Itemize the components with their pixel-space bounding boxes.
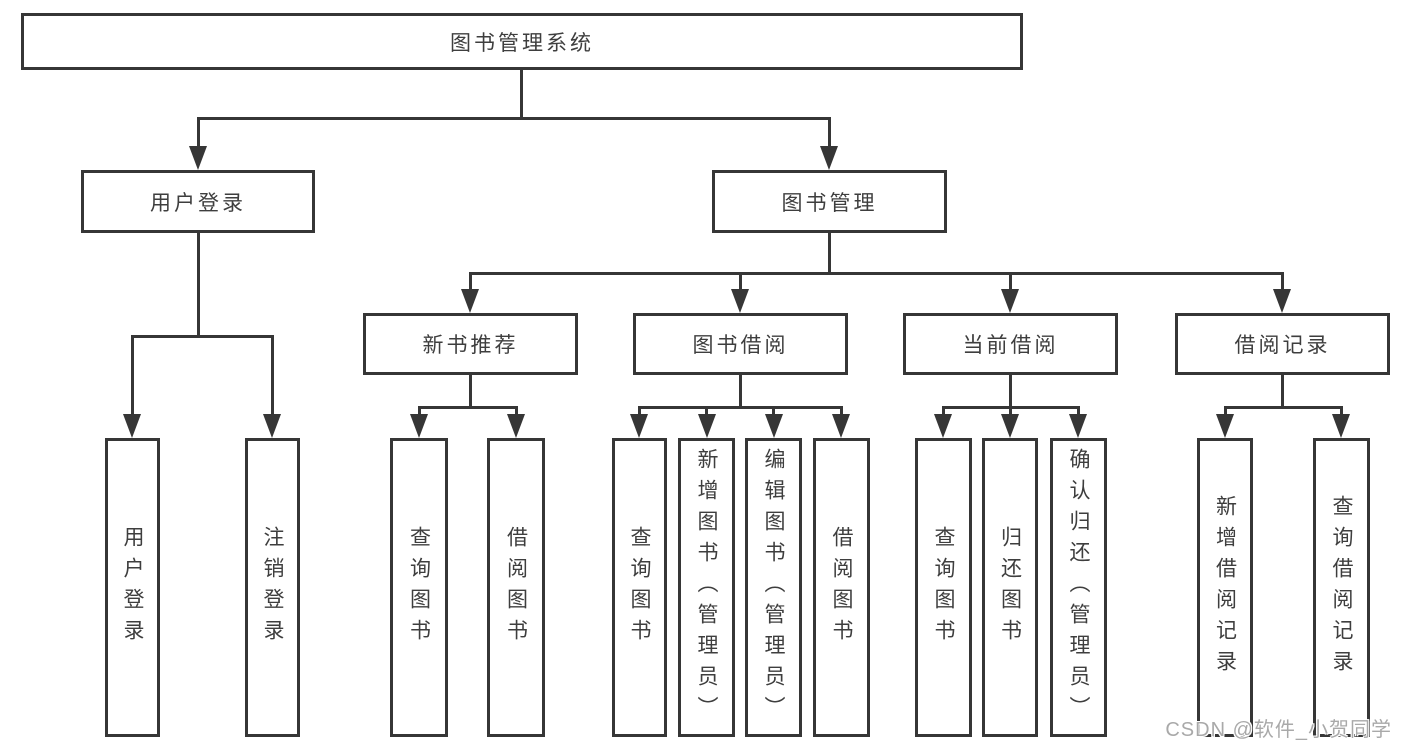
leaf-label: 用户登录 xyxy=(121,525,144,650)
arrowhead-down-icon xyxy=(1332,414,1350,438)
connector-line xyxy=(1009,375,1012,408)
arrowhead-down-icon xyxy=(461,289,479,313)
connector-line xyxy=(418,406,421,418)
connector-line xyxy=(520,69,523,118)
arrowhead-down-icon xyxy=(731,289,749,313)
node-book-borrowing: 图书借阅 xyxy=(633,313,848,375)
leaf-logout: 注销登录 xyxy=(245,438,300,737)
arrowhead-down-icon xyxy=(630,414,648,438)
connector-line xyxy=(1077,406,1080,418)
connector-line xyxy=(515,406,518,418)
node-new-book-recommendation: 新书推荐 xyxy=(363,313,578,375)
arrowhead-down-icon xyxy=(507,414,525,438)
leaf-add-borrow-record: 新增借阅记录 xyxy=(1197,438,1253,737)
leaf-query-book: 查询图书 xyxy=(915,438,972,737)
connector-line xyxy=(638,406,641,418)
arrowhead-down-icon xyxy=(263,414,281,438)
connector-line xyxy=(1009,272,1012,294)
leaf-add-book-admin: 新增图书（管理员） xyxy=(678,438,735,737)
connector-line xyxy=(1009,406,1012,418)
connector-line xyxy=(739,272,742,294)
connector-line xyxy=(705,406,708,418)
connector-line xyxy=(131,335,134,417)
connector-line xyxy=(1340,406,1343,418)
leaf-query-book: 查询图书 xyxy=(390,438,448,737)
leaf-borrow-book: 借阅图书 xyxy=(487,438,545,737)
leaf-label: 查询图书 xyxy=(628,525,651,650)
leaf-label: 新增借阅记录 xyxy=(1213,494,1237,681)
connector-line xyxy=(1224,406,1343,409)
connector-line xyxy=(1281,375,1284,408)
arrowhead-down-icon xyxy=(698,414,716,438)
leaf-query-book: 查询图书 xyxy=(612,438,667,737)
arrowhead-down-icon xyxy=(1001,414,1019,438)
connector-line xyxy=(828,117,831,151)
arrowhead-down-icon xyxy=(410,414,428,438)
arrowhead-down-icon xyxy=(832,414,850,438)
connector-line xyxy=(840,406,843,418)
connector-line xyxy=(418,406,518,409)
leaf-label: 归还图书 xyxy=(998,525,1022,650)
connector-line xyxy=(469,375,472,408)
leaf-return-book: 归还图书 xyxy=(982,438,1038,737)
leaf-confirm-return-admin: 确认归还（管理员） xyxy=(1050,438,1107,737)
connector-line xyxy=(942,406,945,418)
leaf-label: 借阅图书 xyxy=(830,525,853,650)
leaf-query-borrow-record: 查询借阅记录 xyxy=(1313,438,1370,737)
connector-line xyxy=(1224,406,1227,418)
leaf-label: 编辑图书（管理员） xyxy=(762,448,785,727)
leaf-edit-book-admin: 编辑图书（管理员） xyxy=(745,438,802,737)
node-book-management: 图书管理 xyxy=(712,170,947,233)
node-current-borrowing: 当前借阅 xyxy=(903,313,1118,375)
connector-line xyxy=(638,406,843,409)
connector-line xyxy=(197,117,200,151)
connector-line xyxy=(131,335,273,338)
arrowhead-down-icon xyxy=(1273,289,1291,313)
connector-line xyxy=(469,272,1284,275)
arrowhead-down-icon xyxy=(765,414,783,438)
arrowhead-down-icon xyxy=(934,414,952,438)
leaf-label: 确认归还（管理员） xyxy=(1067,448,1090,727)
node-user-login: 用户登录 xyxy=(81,170,315,233)
arrowhead-down-icon xyxy=(1069,414,1087,438)
connector-line xyxy=(828,233,831,274)
leaf-label: 查询借阅记录 xyxy=(1330,494,1353,681)
node-library-management-system: 图书管理系统 xyxy=(21,13,1023,70)
connector-line xyxy=(197,117,831,120)
leaf-user-login: 用户登录 xyxy=(105,438,160,737)
leaf-label: 查询图书 xyxy=(932,525,955,650)
arrowhead-down-icon xyxy=(123,414,141,438)
connector-line xyxy=(469,272,472,294)
arrowhead-down-icon xyxy=(1216,414,1234,438)
leaf-label: 新增图书（管理员） xyxy=(695,448,718,727)
connector-line xyxy=(271,335,274,417)
arrowhead-down-icon xyxy=(820,146,838,170)
arrowhead-down-icon xyxy=(189,146,207,170)
connector-line xyxy=(772,406,775,418)
leaf-borrow-book: 借阅图书 xyxy=(813,438,870,737)
csdn-watermark: CSDN @软件_小贺同学 xyxy=(1165,719,1392,741)
arrowhead-down-icon xyxy=(1001,289,1019,313)
connector-line xyxy=(739,375,742,408)
connector-line xyxy=(1281,272,1284,294)
leaf-label: 查询图书 xyxy=(407,525,431,650)
connector-line xyxy=(197,233,200,336)
leaf-label: 注销登录 xyxy=(261,525,284,650)
leaf-label: 借阅图书 xyxy=(504,525,528,650)
node-borrowing-records: 借阅记录 xyxy=(1175,313,1390,375)
